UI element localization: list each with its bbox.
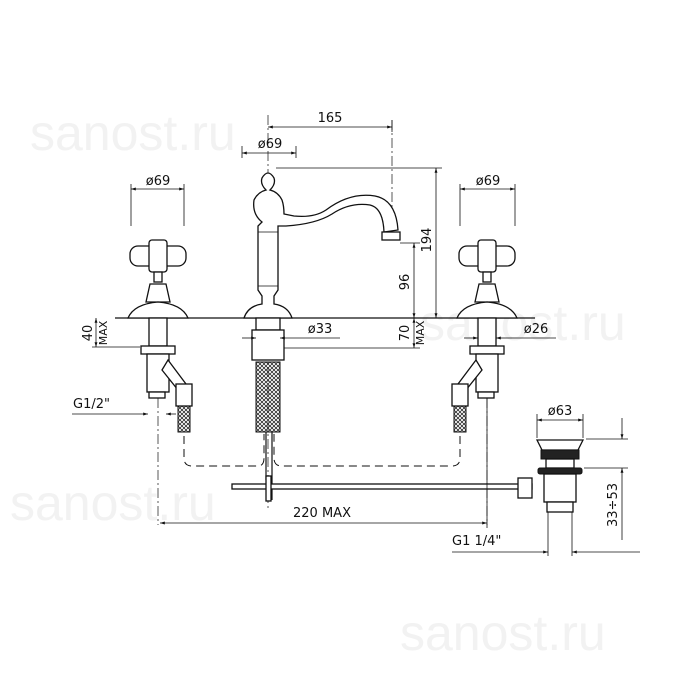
dim-spout-diameter: ø69 bbox=[241, 137, 297, 158]
pop-up-drain bbox=[535, 439, 585, 513]
dim-right-handle-diameter: ø69 bbox=[459, 174, 516, 226]
dim-drain-thread: G1 1/4" bbox=[452, 512, 640, 556]
watermark: sanost.ru bbox=[30, 105, 236, 161]
watermark: sanost.ru bbox=[400, 605, 606, 661]
left-valve bbox=[127, 239, 193, 433]
spout bbox=[243, 172, 401, 500]
dimension-label: ø69 bbox=[146, 174, 171, 189]
dimension-label: ø69 bbox=[258, 137, 283, 152]
dim-drain-height: 33÷53 bbox=[584, 418, 628, 540]
dimension-label: 220 MAX bbox=[293, 506, 351, 521]
dimension-label: 33÷53 bbox=[606, 483, 621, 527]
dim-40-max: 40 MAX bbox=[81, 318, 140, 348]
dimension-label: 194 bbox=[420, 228, 435, 253]
aerator bbox=[381, 231, 401, 241]
dim-center-shank: ø33 bbox=[242, 322, 340, 340]
dimension-label: 70 bbox=[398, 325, 413, 342]
dim-label: 165 bbox=[318, 111, 343, 126]
dim-left-handle-diameter: ø69 bbox=[130, 174, 185, 226]
dimension-label: 96 bbox=[398, 274, 413, 291]
dimension-label: 40 bbox=[81, 325, 96, 342]
dimension-label: MAX bbox=[97, 320, 110, 345]
dimension-label: ø26 bbox=[524, 322, 549, 337]
right-hose-path bbox=[273, 434, 461, 467]
supply-hose bbox=[255, 361, 281, 433]
watermark: sanost.ru bbox=[420, 295, 626, 351]
dimension-label: G1/2" bbox=[73, 397, 110, 412]
dim-194: 194 bbox=[276, 167, 442, 318]
dimension-label: MAX bbox=[414, 320, 427, 345]
dimension-label: ø33 bbox=[308, 322, 333, 337]
dim-70-max: 70 MAX bbox=[284, 318, 427, 349]
dimension-label: ø63 bbox=[548, 404, 573, 419]
dimension-label: ø69 bbox=[476, 174, 501, 189]
dimension-label: G1 1/4" bbox=[452, 534, 501, 549]
popup-rod bbox=[231, 475, 533, 502]
dim-165: 165 bbox=[268, 111, 393, 132]
dim-inlet-thread: G1/2" bbox=[72, 397, 176, 416]
dim-drain-diameter: ø63 bbox=[536, 404, 584, 438]
left-hose-path bbox=[183, 434, 265, 467]
right-valve bbox=[451, 239, 518, 433]
dim-220-max: 220 MAX bbox=[159, 398, 488, 528]
dim-valve-shank: ø26 bbox=[464, 322, 556, 340]
dim-96: 96 bbox=[398, 242, 420, 318]
